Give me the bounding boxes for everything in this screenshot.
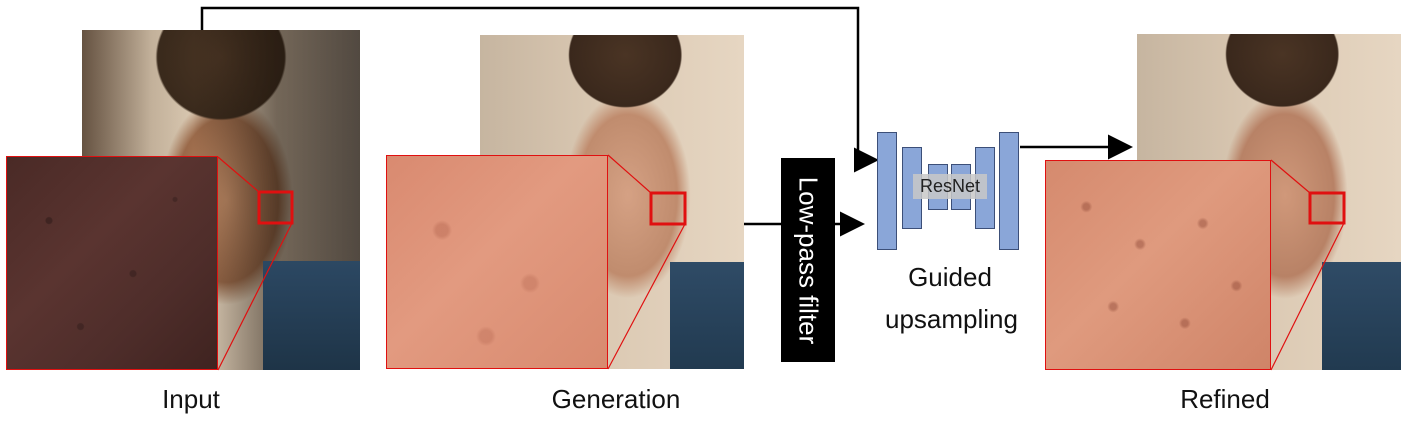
generation-caption: Generation (551, 384, 681, 414)
refined-zoom-line-top (1270, 159, 1311, 194)
upsampling-caption-line1: Guided (908, 262, 992, 292)
generation-zoom-line-bottom (607, 223, 686, 370)
refined-zoom-box (1308, 191, 1346, 225)
generation-zoom-line-top (607, 154, 652, 194)
generation-zoom-box (649, 191, 687, 226)
refined-zoom-line-bottom (1270, 222, 1345, 371)
skip-connection-arrow (200, 6, 879, 173)
network-block-1 (877, 132, 897, 250)
refined-caption: Refined (1180, 384, 1270, 414)
input-zoom-box (257, 190, 294, 225)
low-pass-filter-label: Low-pass filter (793, 176, 824, 344)
generation-zoom-inset (386, 155, 608, 369)
input-caption: Input (162, 384, 220, 414)
upsampling-caption-line2: upsampling (885, 304, 1018, 334)
refined-zoom-inset (1045, 160, 1271, 370)
input-zoom-line-top (217, 156, 260, 193)
network-block-6 (999, 132, 1019, 250)
low-pass-filter-box: Low-pass filter (781, 158, 835, 362)
input-zoom-inset (6, 156, 218, 370)
input-zoom-line-bottom (217, 222, 293, 371)
resnet-label: ResNet (913, 174, 987, 199)
